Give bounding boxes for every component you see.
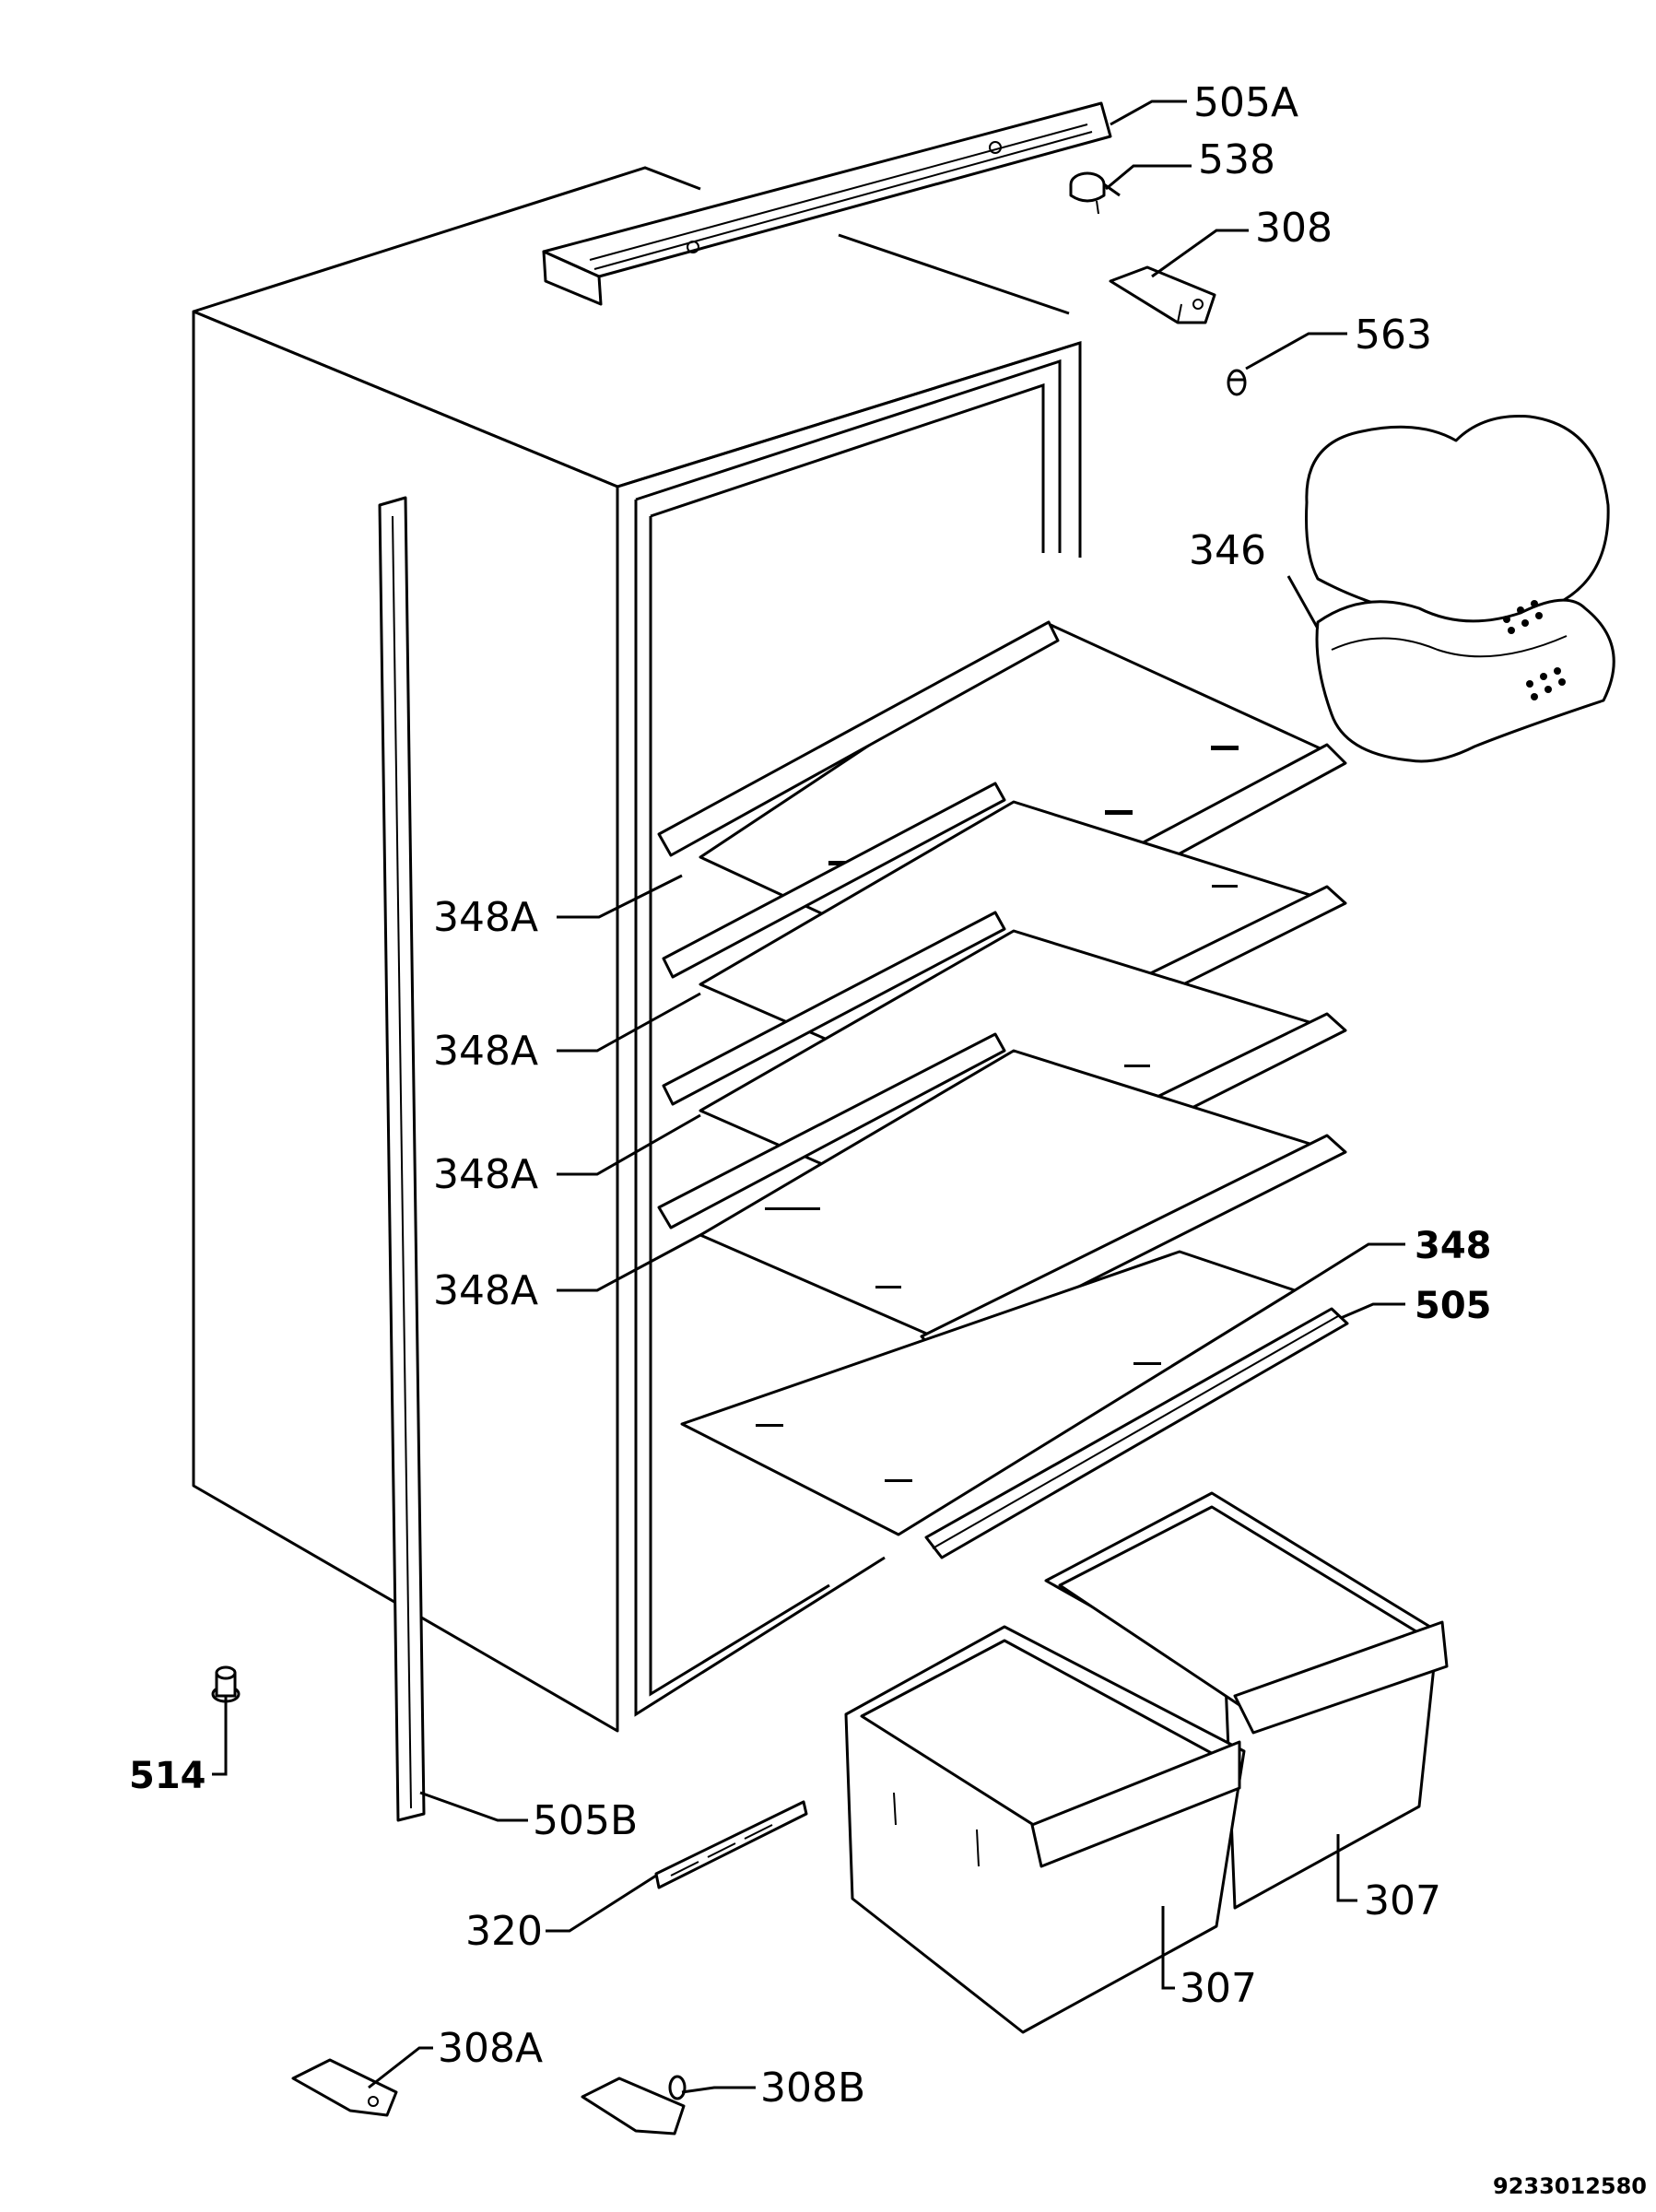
label-307-left: 307 bbox=[1180, 1965, 1257, 2012]
label-308B: 308B bbox=[760, 2065, 865, 2112]
egg-tray bbox=[1305, 415, 1615, 763]
shelf-front-strip bbox=[924, 1307, 1349, 1559]
label-514: 514 bbox=[129, 1755, 206, 1797]
hinge-pin-part bbox=[1069, 171, 1121, 215]
label-346: 346 bbox=[1189, 527, 1266, 574]
label-308A: 308A bbox=[438, 2025, 543, 2072]
label-505A: 505A bbox=[1193, 79, 1298, 126]
lower-hinge-right bbox=[581, 2075, 687, 2136]
shelf-4 bbox=[657, 1032, 1347, 1359]
part-labels: 505A 538 308 563 346 348A 348A 348A 348A… bbox=[129, 79, 1647, 2199]
crisper-drawer-left bbox=[844, 1625, 1246, 2034]
label-563: 563 bbox=[1355, 312, 1432, 359]
label-320: 320 bbox=[465, 1908, 543, 1955]
label-307-right: 307 bbox=[1364, 1877, 1441, 1924]
label-348: 348 bbox=[1415, 1225, 1492, 1267]
top-hinge-bracket bbox=[542, 101, 1112, 306]
label-348A-2: 348A bbox=[433, 1028, 538, 1075]
ventilation-grille bbox=[654, 1800, 808, 1889]
crisper-drawer-right bbox=[1044, 1491, 1449, 1910]
upper-hinge bbox=[1109, 265, 1216, 324]
label-348A-4: 348A bbox=[433, 1267, 538, 1314]
drawing-code: 9233012580 bbox=[1493, 2173, 1647, 2199]
leader-lines bbox=[212, 100, 1405, 2094]
lower-hinge-left bbox=[291, 2058, 398, 2117]
door-seal-strip bbox=[378, 496, 426, 1822]
screw-part bbox=[1227, 369, 1247, 396]
label-348A-1: 348A bbox=[433, 894, 538, 941]
label-308: 308 bbox=[1255, 205, 1333, 252]
label-538: 538 bbox=[1198, 136, 1275, 183]
label-505: 505 bbox=[1415, 1285, 1492, 1327]
label-348A-3: 348A bbox=[433, 1151, 538, 1198]
label-505B: 505B bbox=[533, 1797, 638, 1844]
